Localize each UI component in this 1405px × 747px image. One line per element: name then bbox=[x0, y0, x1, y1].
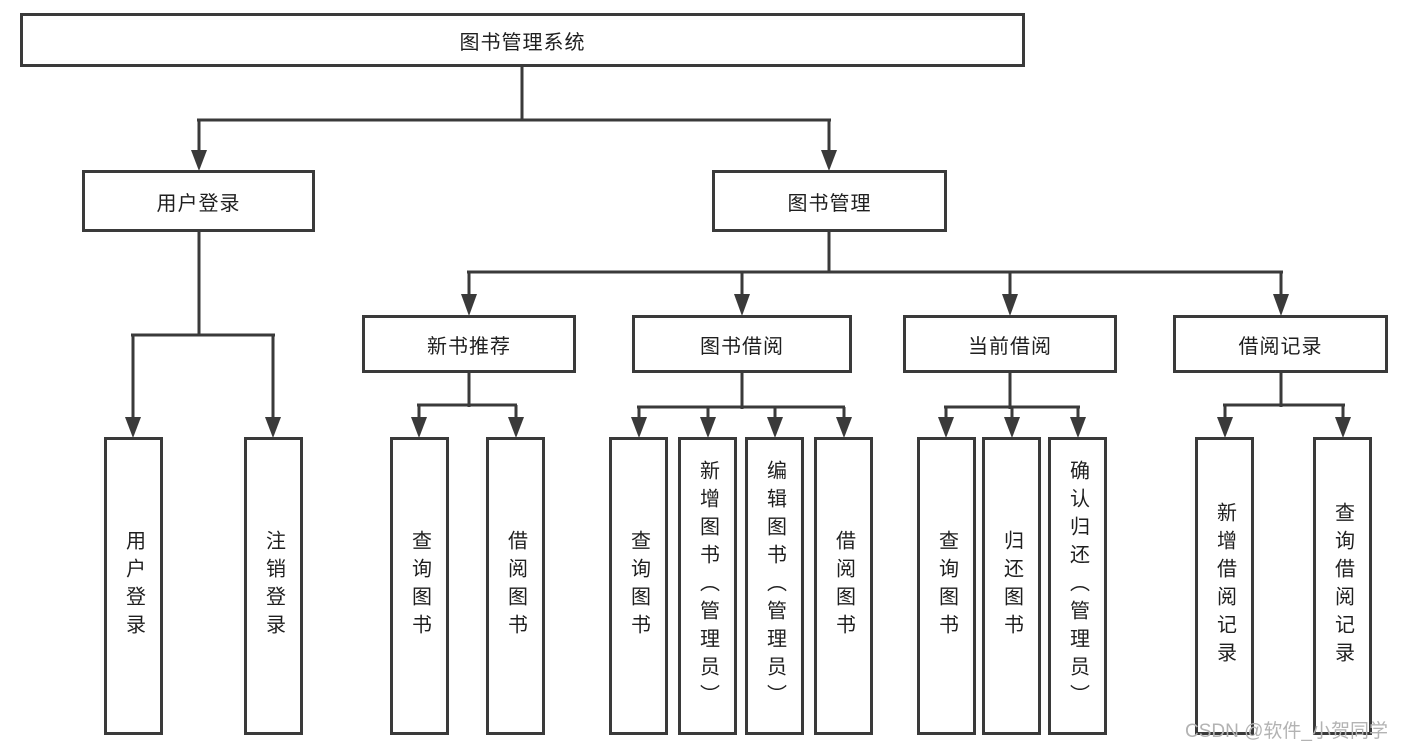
node-label: 查询图书 bbox=[935, 530, 958, 642]
node-leaf-query-books: 查询图书 bbox=[917, 437, 976, 735]
node-label: 借阅图书 bbox=[504, 530, 527, 642]
node-label: 查询图书 bbox=[627, 530, 650, 642]
node-leaf-confirm-return-admin: 确认归还（管理员） bbox=[1048, 437, 1107, 735]
node-leaf-logout: 注销登录 bbox=[244, 437, 303, 735]
node-label: 用户登录 bbox=[122, 530, 145, 642]
node-label: 当前借阅 bbox=[968, 335, 1052, 358]
node-book-management: 图书管理 bbox=[712, 170, 947, 232]
node-label: 借阅记录 bbox=[1238, 335, 1323, 358]
node-label: 确认归还（管理员） bbox=[1066, 460, 1089, 712]
node-label: 借阅图书 bbox=[832, 530, 855, 642]
node-leaf-query-borrow-record: 查询借阅记录 bbox=[1313, 437, 1372, 735]
connector-root-to-level2 bbox=[191, 67, 837, 171]
connector-new-book-to-leaves bbox=[411, 373, 524, 438]
node-user-login: 用户登录 bbox=[82, 170, 315, 232]
node-label: 用户登录 bbox=[156, 192, 241, 215]
connector-book-borrow-to-leaves bbox=[631, 373, 852, 438]
node-label: 查询图书 bbox=[408, 530, 431, 642]
node-leaf-query-books: 查询图书 bbox=[390, 437, 449, 735]
node-label: 图书借阅 bbox=[700, 335, 784, 358]
connector-book-management-to-level3 bbox=[461, 232, 1289, 316]
node-label: 编辑图书（管理员） bbox=[763, 460, 786, 712]
node-label: 新增借阅记录 bbox=[1213, 502, 1236, 670]
node-current-borrow: 当前借阅 bbox=[903, 315, 1117, 373]
node-leaf-add-books-admin: 新增图书（管理员） bbox=[678, 437, 737, 735]
node-label: 图书管理 bbox=[787, 192, 872, 215]
node-leaf-borrow-books: 借阅图书 bbox=[814, 437, 873, 735]
node-leaf-add-borrow-record: 新增借阅记录 bbox=[1195, 437, 1254, 735]
connector-current-borrow-to-leaves bbox=[938, 373, 1086, 438]
node-label: 查询借阅记录 bbox=[1331, 502, 1354, 670]
node-leaf-return-books: 归还图书 bbox=[982, 437, 1041, 735]
node-label: 新增图书（管理员） bbox=[696, 460, 719, 712]
node-library-management-system: 图书管理系统 bbox=[20, 13, 1025, 67]
node-label: 归还图书 bbox=[1000, 530, 1023, 642]
node-label: 新书推荐 bbox=[427, 335, 511, 358]
node-label: 图书管理系统 bbox=[459, 31, 586, 54]
node-leaf-borrow-books: 借阅图书 bbox=[486, 437, 545, 735]
node-leaf-query-books: 查询图书 bbox=[609, 437, 668, 735]
connector-borrow-records-to-leaves bbox=[1217, 373, 1351, 438]
node-leaf-user-login: 用户登录 bbox=[104, 437, 163, 735]
node-book-borrow: 图书借阅 bbox=[632, 315, 852, 373]
connector-user-login-to-leaves bbox=[125, 232, 281, 438]
node-leaf-edit-books-admin: 编辑图书（管理员） bbox=[745, 437, 804, 735]
node-borrow-records: 借阅记录 bbox=[1173, 315, 1388, 373]
csdn-watermark: CSDN @软件_小贺同学 bbox=[1185, 721, 1388, 742]
node-new-book-recommend: 新书推荐 bbox=[362, 315, 576, 373]
node-label: 注销登录 bbox=[262, 530, 285, 642]
